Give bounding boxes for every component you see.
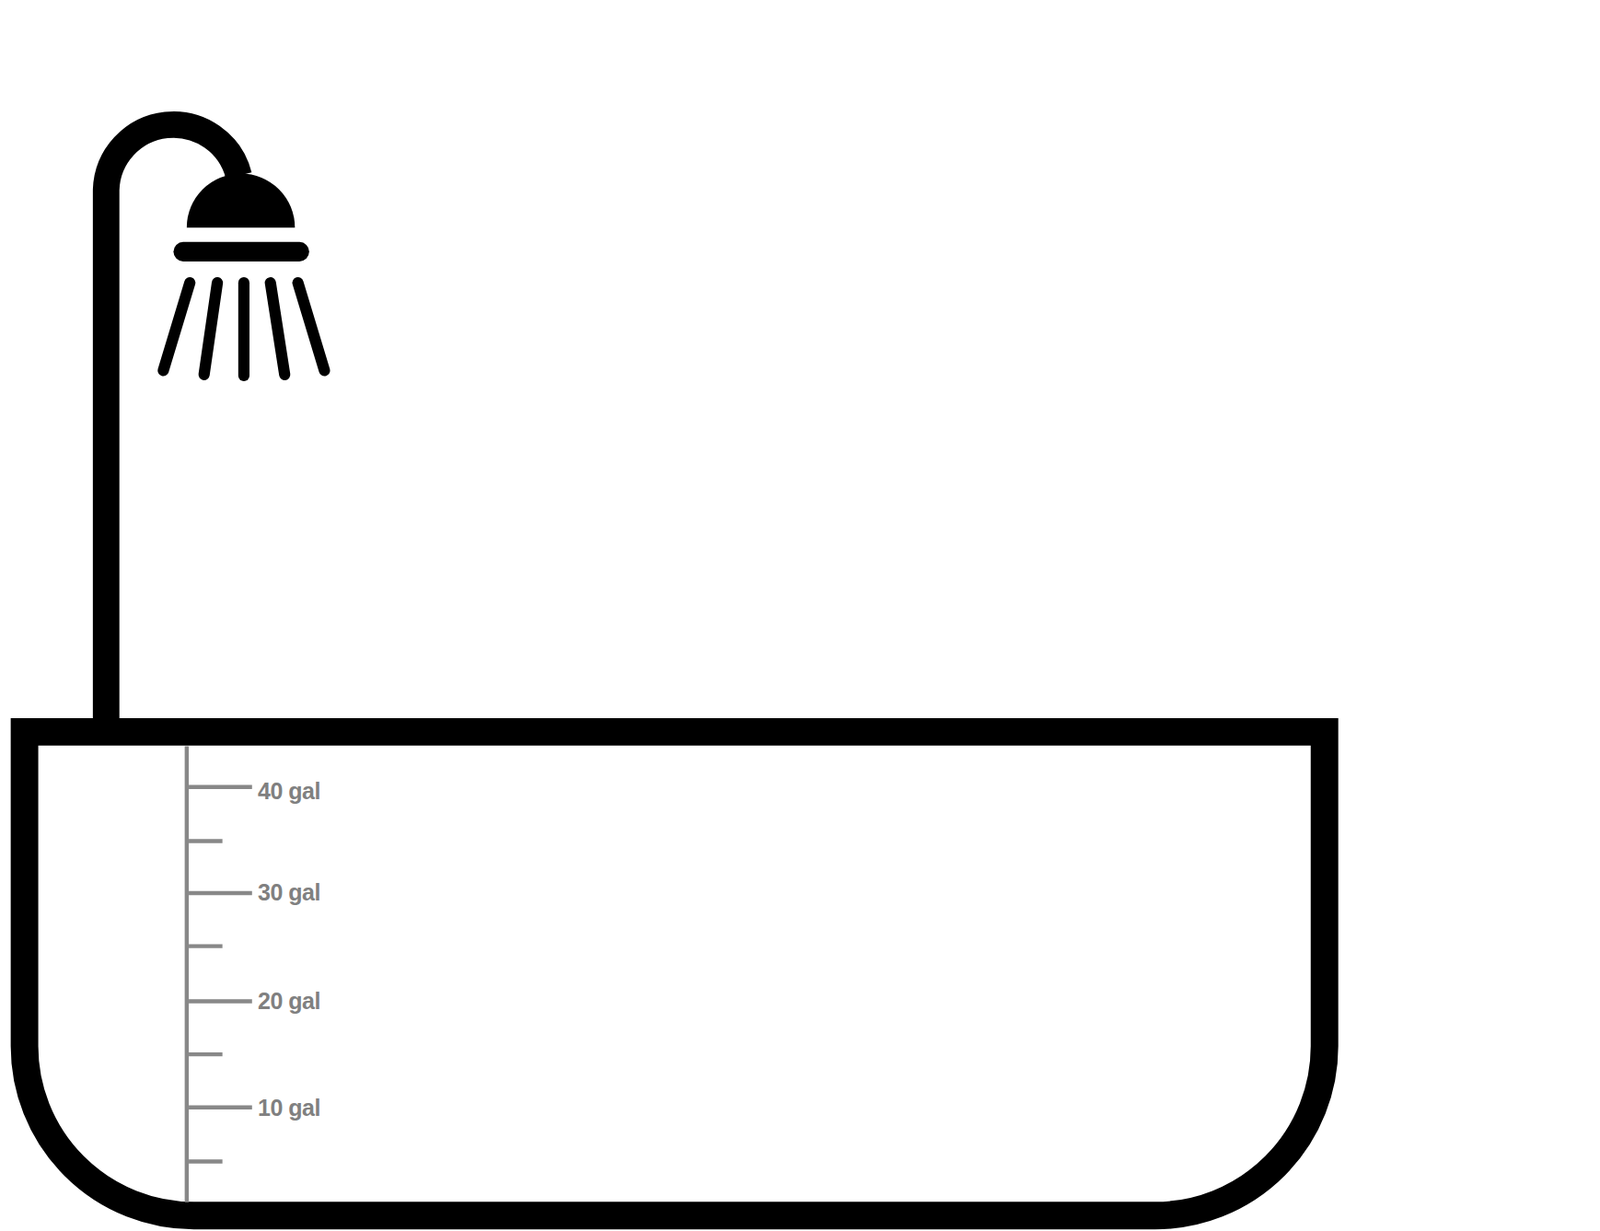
tub-outline	[24, 731, 1325, 1216]
scale-label: 30 gal	[257, 879, 321, 905]
shower-head	[186, 173, 295, 229]
scale-label: 40 gal	[257, 777, 321, 804]
shower-plate	[173, 242, 309, 262]
water-streams	[162, 282, 325, 376]
scale-label: 20 gal	[257, 987, 321, 1014]
scale-label: 10 gal	[257, 1094, 321, 1121]
volume-scale	[186, 745, 253, 1202]
